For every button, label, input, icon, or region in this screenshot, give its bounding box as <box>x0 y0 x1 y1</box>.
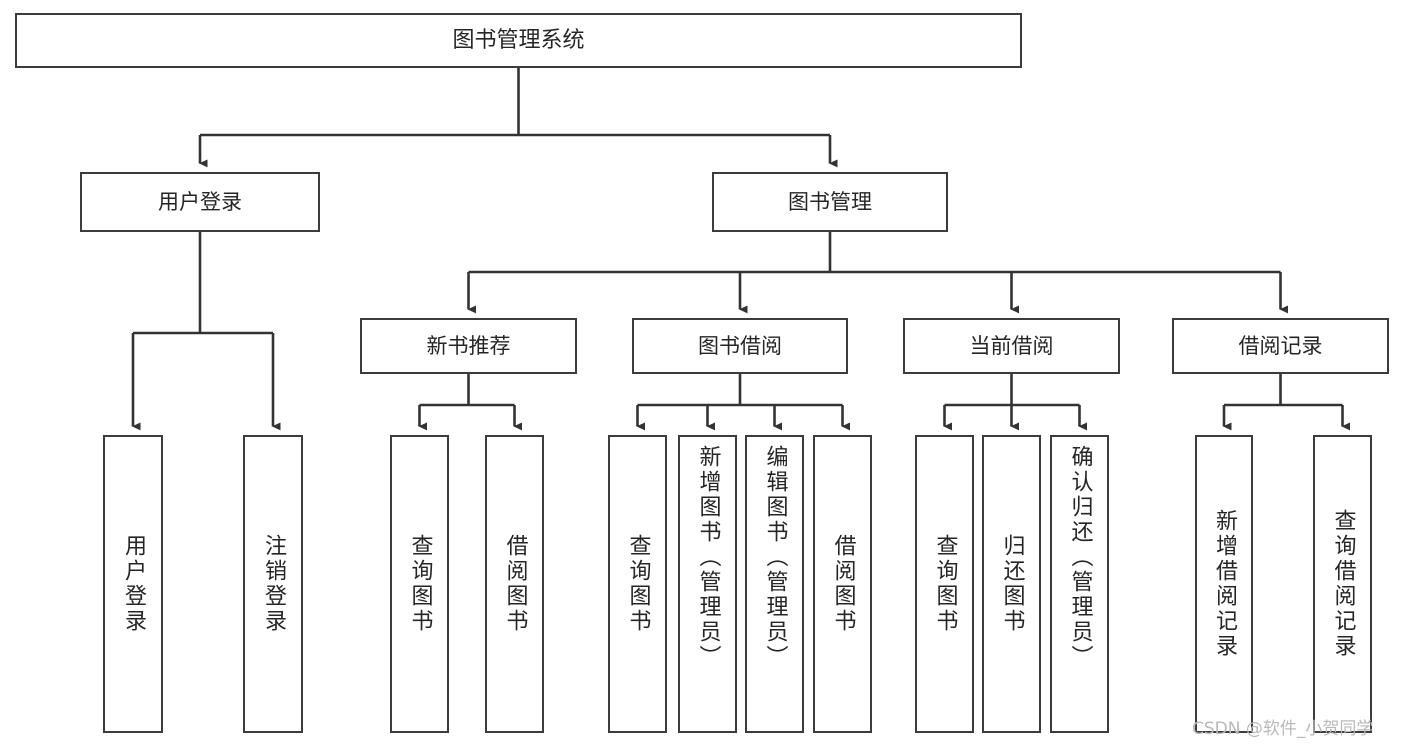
node-label: 图书管理 <box>788 189 872 214</box>
node-current-borrow[interactable]: 当前借阅 <box>903 318 1120 374</box>
node-book-management[interactable]: 图书管理 <box>712 172 948 232</box>
node-label: 注销登录 <box>261 534 286 634</box>
node-leaf-query-book-new[interactable]: 查询图书 <box>390 435 449 733</box>
node-root-book-management-system[interactable]: 图书管理系统 <box>15 13 1022 68</box>
node-label: 借阅图书 <box>502 534 528 634</box>
node-borrow-record[interactable]: 借阅记录 <box>1172 318 1389 374</box>
node-label: 查询借阅记录 <box>1330 509 1356 659</box>
node-leaf-edit-book-admin[interactable]: 编辑图书（管理员） <box>745 435 804 733</box>
node-label: 新增借阅记录 <box>1212 509 1237 659</box>
node-label: 新书推荐 <box>426 333 511 358</box>
node-label: 图书管理系统 <box>452 27 585 53</box>
node-label: 查询图书 <box>625 534 651 634</box>
node-leaf-user-login[interactable]: 用户登录 <box>103 435 163 733</box>
node-label: 用户登录 <box>121 534 146 634</box>
node-leaf-logout[interactable]: 注销登录 <box>243 435 303 733</box>
node-label: 查询图书 <box>932 534 958 634</box>
node-leaf-confirm-return-admin[interactable]: 确认归还（管理员） <box>1050 435 1109 733</box>
node-leaf-borrow-book[interactable]: 借阅图书 <box>813 435 872 733</box>
node-label: 归还图书 <box>999 534 1025 634</box>
node-user-login[interactable]: 用户登录 <box>80 172 320 232</box>
node-leaf-borrow-book-new[interactable]: 借阅图书 <box>485 435 544 733</box>
csdn-watermark: CSDN @软件_小贺同学 <box>1192 719 1374 739</box>
node-leaf-query-borrow-record[interactable]: 查询借阅记录 <box>1313 435 1372 733</box>
node-book-borrow[interactable]: 图书借阅 <box>632 318 848 374</box>
node-new-book-recommend[interactable]: 新书推荐 <box>360 318 577 374</box>
node-label: 查询图书 <box>407 534 433 634</box>
node-label: 借阅记录 <box>1238 333 1323 358</box>
node-label: 新增图书（管理员） <box>695 445 721 670</box>
node-label: 借阅图书 <box>830 534 856 634</box>
node-leaf-query-book-current[interactable]: 查询图书 <box>915 435 974 733</box>
node-leaf-return-book[interactable]: 归还图书 <box>982 435 1041 733</box>
node-label: 用户登录 <box>158 189 242 214</box>
node-leaf-add-book-admin[interactable]: 新增图书（管理员） <box>678 435 737 733</box>
node-label: 确认归还（管理员） <box>1067 445 1093 670</box>
node-leaf-add-borrow-record[interactable]: 新增借阅记录 <box>1195 435 1253 733</box>
node-label: 编辑图书（管理员） <box>762 445 788 670</box>
node-label: 当前借阅 <box>969 333 1054 358</box>
node-label: 图书借阅 <box>698 333 782 358</box>
node-leaf-query-book-borrow[interactable]: 查询图书 <box>608 435 667 733</box>
